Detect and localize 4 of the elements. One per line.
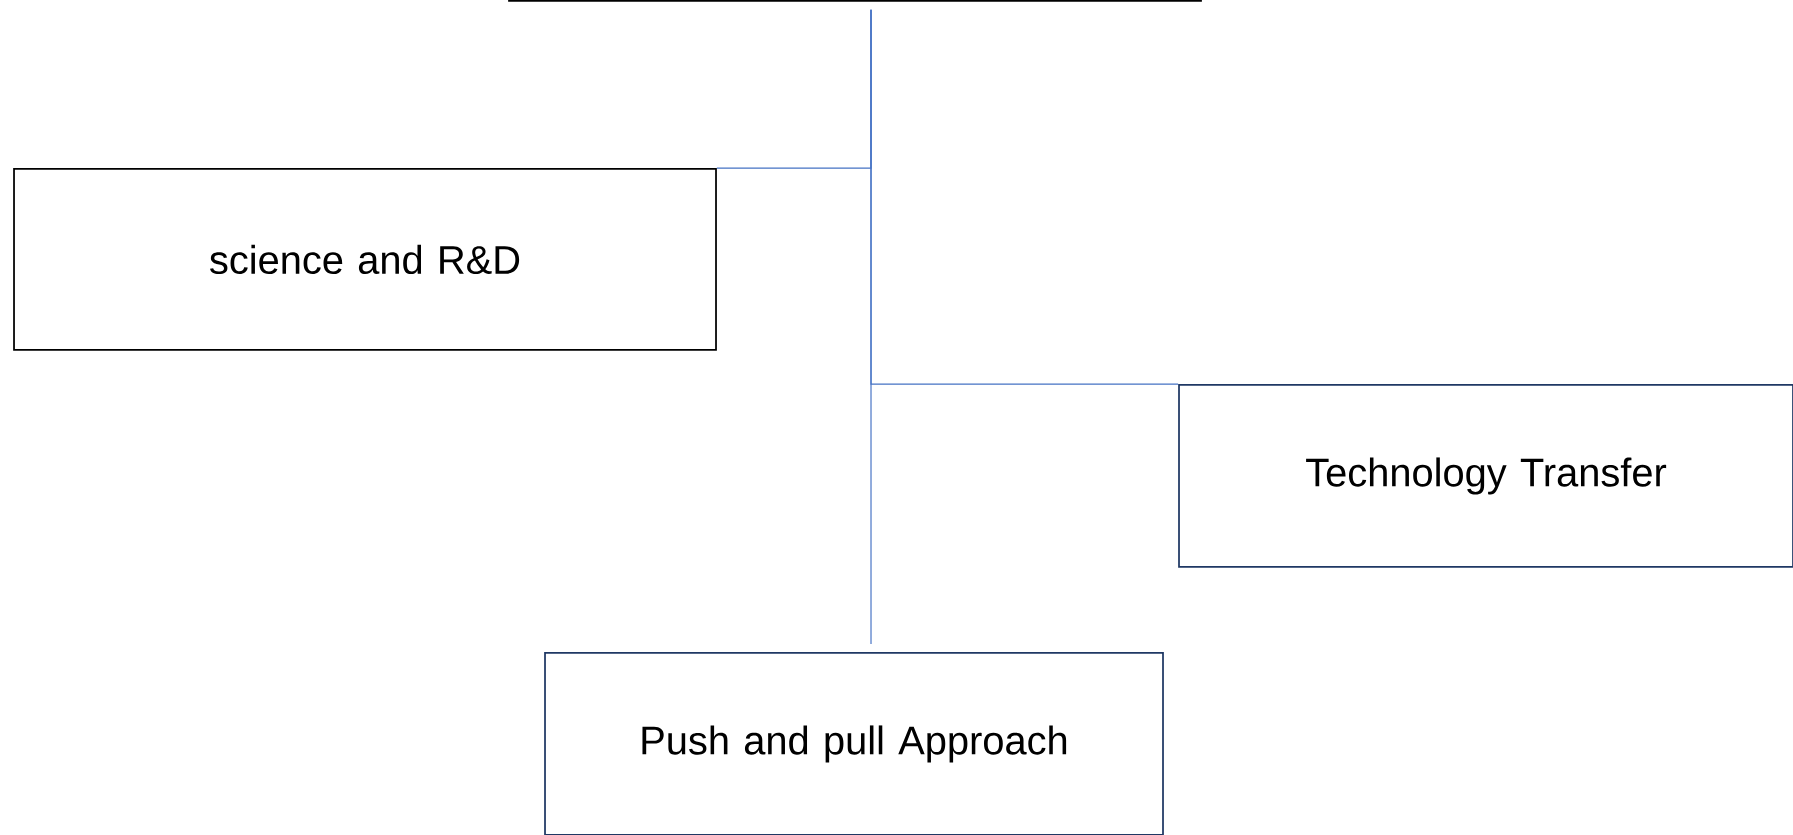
text-box: Technology Transfer [1178, 384, 1793, 568]
text-box: science and R&D [13, 168, 717, 351]
connector-line [870, 9, 872, 645]
text-box: Push and pull Approach [544, 652, 1164, 835]
